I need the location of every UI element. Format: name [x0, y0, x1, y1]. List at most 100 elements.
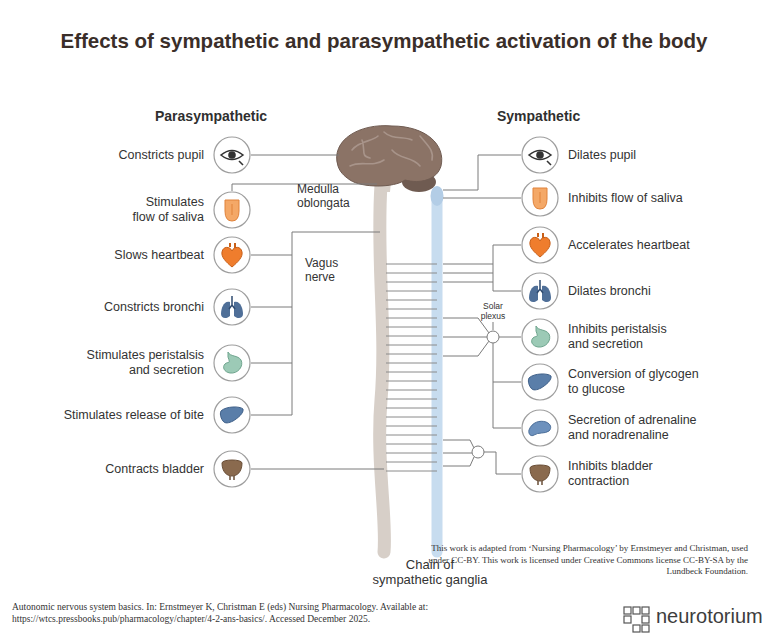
- node-outline: [521, 136, 559, 174]
- organ-icon: [225, 200, 239, 221]
- organ-icon: [529, 151, 551, 166]
- effect-text: Stimulates flow of saliva: [124, 195, 204, 225]
- organ-icon: [528, 374, 551, 390]
- nerve-line: [493, 322, 494, 330]
- nerve-rungs: [386, 264, 437, 265]
- organ-icon: [224, 352, 242, 373]
- effect-text: Constricts bronchi: [74, 300, 204, 315]
- nerve-line: [493, 291, 521, 292]
- organ-icon: [532, 326, 550, 347]
- organ-node: Contracts bladder: [213, 450, 251, 488]
- structure-name: Medulla oblongata: [297, 182, 359, 210]
- node-outline: [213, 191, 251, 229]
- nerve-line: [443, 155, 521, 474]
- column-heading: Sympathetic: [497, 108, 580, 124]
- organ-node: Inhibits peristalsis and secretion: [521, 318, 559, 356]
- nerve-rungs: [386, 399, 437, 400]
- organ-icon: [529, 280, 551, 302]
- plexus-circle: [487, 331, 499, 343]
- nerve-line: [292, 232, 293, 415]
- nerve-line: [443, 457, 474, 466]
- node-circle: [214, 451, 250, 487]
- organ-icon: [530, 233, 550, 257]
- logo-mark: [624, 607, 649, 632]
- node-circle: [522, 137, 558, 173]
- structure-name: Solar plexus: [473, 301, 513, 321]
- nerve-rungs: [386, 336, 437, 337]
- node-circle: [214, 397, 250, 433]
- logo-text: neurotorium: [656, 605, 763, 628]
- nerve-line: [443, 341, 489, 356]
- logo-mark: [642, 625, 649, 632]
- node-circle: [522, 410, 558, 446]
- nerve-line: [484, 452, 521, 474]
- nerve-line: [443, 273, 493, 274]
- effect-text: Dilates bronchi: [568, 284, 698, 299]
- effect-text: Constricts pupil: [74, 148, 204, 163]
- node-outline: [521, 363, 559, 401]
- node-circle: [522, 319, 558, 355]
- nerve-line: [232, 155, 384, 469]
- nerve-rungs: [386, 291, 437, 292]
- effect-text: Inhibits bladder contraction: [568, 459, 678, 489]
- nerve-line: [251, 155, 339, 156]
- nerve-line: [292, 232, 380, 233]
- nerve-line: [251, 255, 292, 256]
- node-outline: [521, 226, 559, 264]
- node-circle: [214, 137, 250, 173]
- effect-text: Slows heartbeat: [74, 248, 204, 263]
- node-outline: [213, 450, 251, 488]
- nerve-rungs: [386, 471, 437, 472]
- logo-mark: [633, 607, 640, 614]
- organ-icon: [533, 188, 547, 209]
- nerve-line: [443, 453, 472, 454]
- nerve-line: [493, 343, 521, 428]
- nerve-line: [493, 245, 494, 291]
- logo-mark: [633, 625, 640, 632]
- node-circle: [522, 180, 558, 216]
- nerve-rungs: [386, 282, 437, 283]
- column-heading: Parasympathetic: [155, 108, 267, 124]
- brain: [337, 126, 442, 192]
- organ-icon: [221, 151, 243, 166]
- nerve-line: [251, 363, 292, 364]
- organ-node: Stimulates peristalsis and secretion: [213, 344, 251, 382]
- node-outline: [521, 179, 559, 217]
- nerve-rungs: [386, 300, 437, 301]
- effect-text: Stimulates peristalsis and secretion: [74, 348, 204, 378]
- nerve-line: [251, 469, 384, 470]
- organ-node: Conversion of glycogen to glucose: [521, 363, 559, 401]
- node-circle: [214, 237, 250, 273]
- node-outline: [213, 344, 251, 382]
- organ-icon: [222, 460, 242, 480]
- effect-text: Inhibits flow of saliva: [568, 191, 733, 206]
- logo-mark: [642, 616, 649, 623]
- nerve-rungs: [386, 372, 437, 373]
- sympathetic-chain: [431, 186, 444, 552]
- nerve-rungs: [386, 327, 437, 328]
- logo-mark: [642, 607, 649, 614]
- nerve-rungs: [386, 264, 437, 471]
- organ-icon: [220, 151, 551, 486]
- organ-node: Accelerates heartbeat: [521, 226, 559, 264]
- nerve-line: [443, 155, 521, 190]
- brain: [350, 132, 432, 166]
- nerve-line: [443, 264, 493, 265]
- effect-text: Dilates pupil: [568, 148, 698, 163]
- brain: [337, 126, 442, 186]
- organ-node: Inhibits flow of saliva: [521, 179, 559, 217]
- nerve-line: [443, 282, 493, 283]
- organ-node: Constricts pupil: [213, 136, 251, 174]
- nerve-line: [251, 307, 292, 308]
- node-outline: [521, 409, 559, 447]
- organ-node: Secretion of adrenaline and noradrenalin…: [521, 409, 559, 447]
- organ-icon: [530, 465, 550, 485]
- node-outline: [521, 455, 559, 493]
- organ-icon: [529, 421, 551, 435]
- nerve-line: [443, 337, 487, 338]
- logo-mark: [624, 616, 631, 623]
- nerve-rungs: [386, 363, 437, 364]
- nerve-rungs: [386, 273, 437, 274]
- organ-icon: [220, 407, 243, 423]
